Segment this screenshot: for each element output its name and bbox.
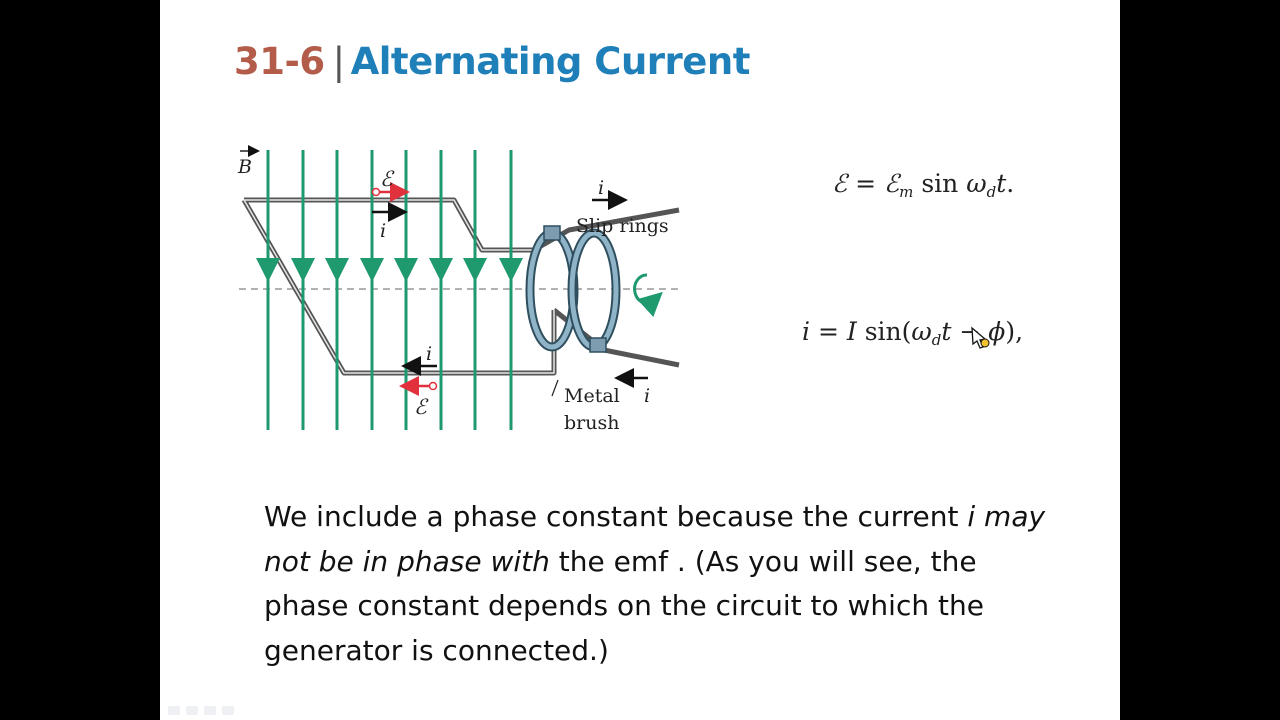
generator-figure: ℰ i i ℰ i i B Slip rings Metal brush xyxy=(237,145,680,434)
metal-label: Metal xyxy=(564,385,620,407)
slideshow-controls xyxy=(168,700,240,715)
slip-rings-icon xyxy=(525,225,621,353)
b-field-label: B xyxy=(237,156,252,178)
section-title: Alternating Current xyxy=(350,40,751,83)
current-label-bottom: i xyxy=(426,343,432,365)
pen-cursor-icon xyxy=(971,326,990,349)
pen-tool-icon[interactable] xyxy=(186,706,198,715)
emf-equation: ℰ = ℰm sin ωdt. xyxy=(832,169,1015,201)
slip-rings-label: Slip rings xyxy=(576,215,669,237)
prev-slide-icon[interactable] xyxy=(168,706,180,715)
field-direction-arrows xyxy=(256,258,523,282)
body-paragraph: We include a phase constant because the … xyxy=(264,500,1046,667)
emf-label-bottom: ℰ xyxy=(414,395,429,419)
current-label-right-top: i xyxy=(598,177,604,199)
slide-menu-icon[interactable] xyxy=(204,706,216,715)
section-number: 31-6 xyxy=(234,40,325,83)
slide: 31-6|Alternating Current xyxy=(160,0,1120,720)
emf-label-top: ℰ xyxy=(380,167,395,191)
next-slide-icon[interactable] xyxy=(222,706,234,715)
slide-title: 31-6|Alternating Current xyxy=(234,36,750,88)
current-label-right-bottom: i xyxy=(644,385,650,407)
brush-label: brush xyxy=(564,412,619,434)
current-label-top: i xyxy=(380,220,386,242)
title-separator: | xyxy=(332,40,345,83)
rotation-arrow-icon xyxy=(633,273,663,317)
